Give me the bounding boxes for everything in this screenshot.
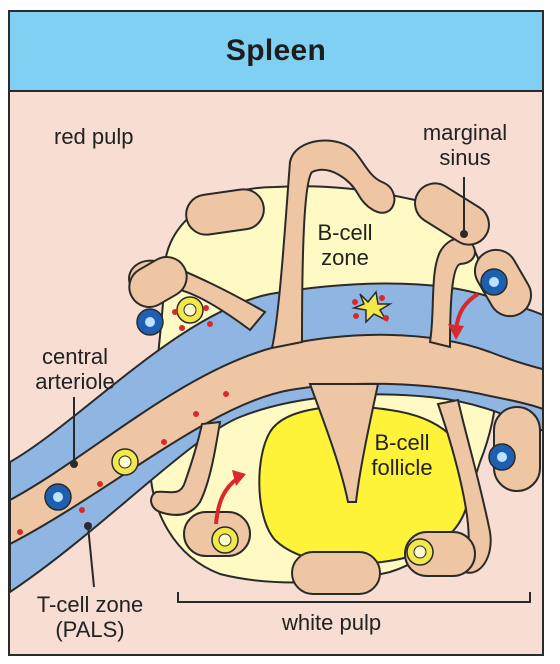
b-cell-zone-label-line2: zone bbox=[321, 245, 369, 270]
figure-title: Spleen bbox=[225, 34, 327, 67]
central-arteriole-label-line2: arteriole bbox=[35, 369, 115, 394]
lymphocyte-blue-icon bbox=[488, 443, 516, 471]
marginal-sinus-label-line1: marginal bbox=[422, 120, 508, 145]
central-arteriole bbox=[10, 333, 542, 546]
figure-frame: Spleen bbox=[8, 10, 544, 656]
pointer-dot bbox=[460, 230, 468, 238]
red-pulp-label: red pulp bbox=[54, 124, 134, 149]
t-cell-zone-label: T-cell zone (PALS) bbox=[20, 592, 160, 642]
branch-vessel-lower-left bbox=[150, 420, 222, 516]
marginal-sinus-label-line2: sinus bbox=[439, 145, 491, 170]
marginal-sinus-blob bbox=[128, 256, 188, 308]
white-pulp-label: white pulp bbox=[282, 610, 382, 635]
pointer-dot bbox=[84, 522, 92, 530]
title-bar: Spleen bbox=[10, 12, 542, 92]
lymphocyte-yellow-icon bbox=[111, 448, 139, 476]
b-cell-follicle-label: B-cell follicle bbox=[362, 430, 442, 480]
t-cell-zone-pointer bbox=[87, 525, 95, 588]
lymphocyte-blue-icon bbox=[44, 483, 72, 511]
b-cell-zone-label: B-cell zone bbox=[305, 220, 385, 270]
t-cell-zone-label-line1: T-cell zone bbox=[36, 592, 144, 617]
marginal-sinus-blob bbox=[414, 182, 490, 246]
white-pulp-bracket bbox=[177, 592, 531, 603]
marginal-sinus-blob bbox=[291, 551, 381, 595]
lymphocyte-blue-icon bbox=[480, 268, 508, 296]
lymphocyte-yellow-icon bbox=[211, 526, 239, 554]
branch-vessel-follicle bbox=[308, 383, 380, 503]
marginal-sinus-label: marginal sinus bbox=[420, 120, 510, 170]
b-cell-follicle-label-line1: B-cell bbox=[374, 430, 430, 455]
b-cell-zone-label-line1: B-cell bbox=[317, 220, 373, 245]
t-cell-zone-label-line2: (PALS) bbox=[55, 617, 125, 642]
antigen-dots bbox=[17, 295, 389, 535]
central-arteriole-label-line1: central bbox=[41, 344, 109, 369]
lymphocyte-yellow-icon bbox=[406, 538, 434, 566]
marginal-sinus-blob bbox=[185, 188, 265, 236]
lymphocyte-yellow-icon bbox=[176, 296, 204, 324]
migration-arrow-icon bbox=[448, 324, 464, 340]
b-cell-follicle-label-line2: follicle bbox=[371, 455, 433, 480]
migration-arrow-icon bbox=[232, 470, 246, 486]
pointer-dot bbox=[70, 460, 78, 468]
central-arteriole-label: central arteriole bbox=[30, 344, 120, 394]
branch-vessel-top bbox=[270, 139, 396, 350]
lymphocyte-blue-icon bbox=[136, 308, 164, 336]
spleen-diagram bbox=[10, 139, 542, 603]
